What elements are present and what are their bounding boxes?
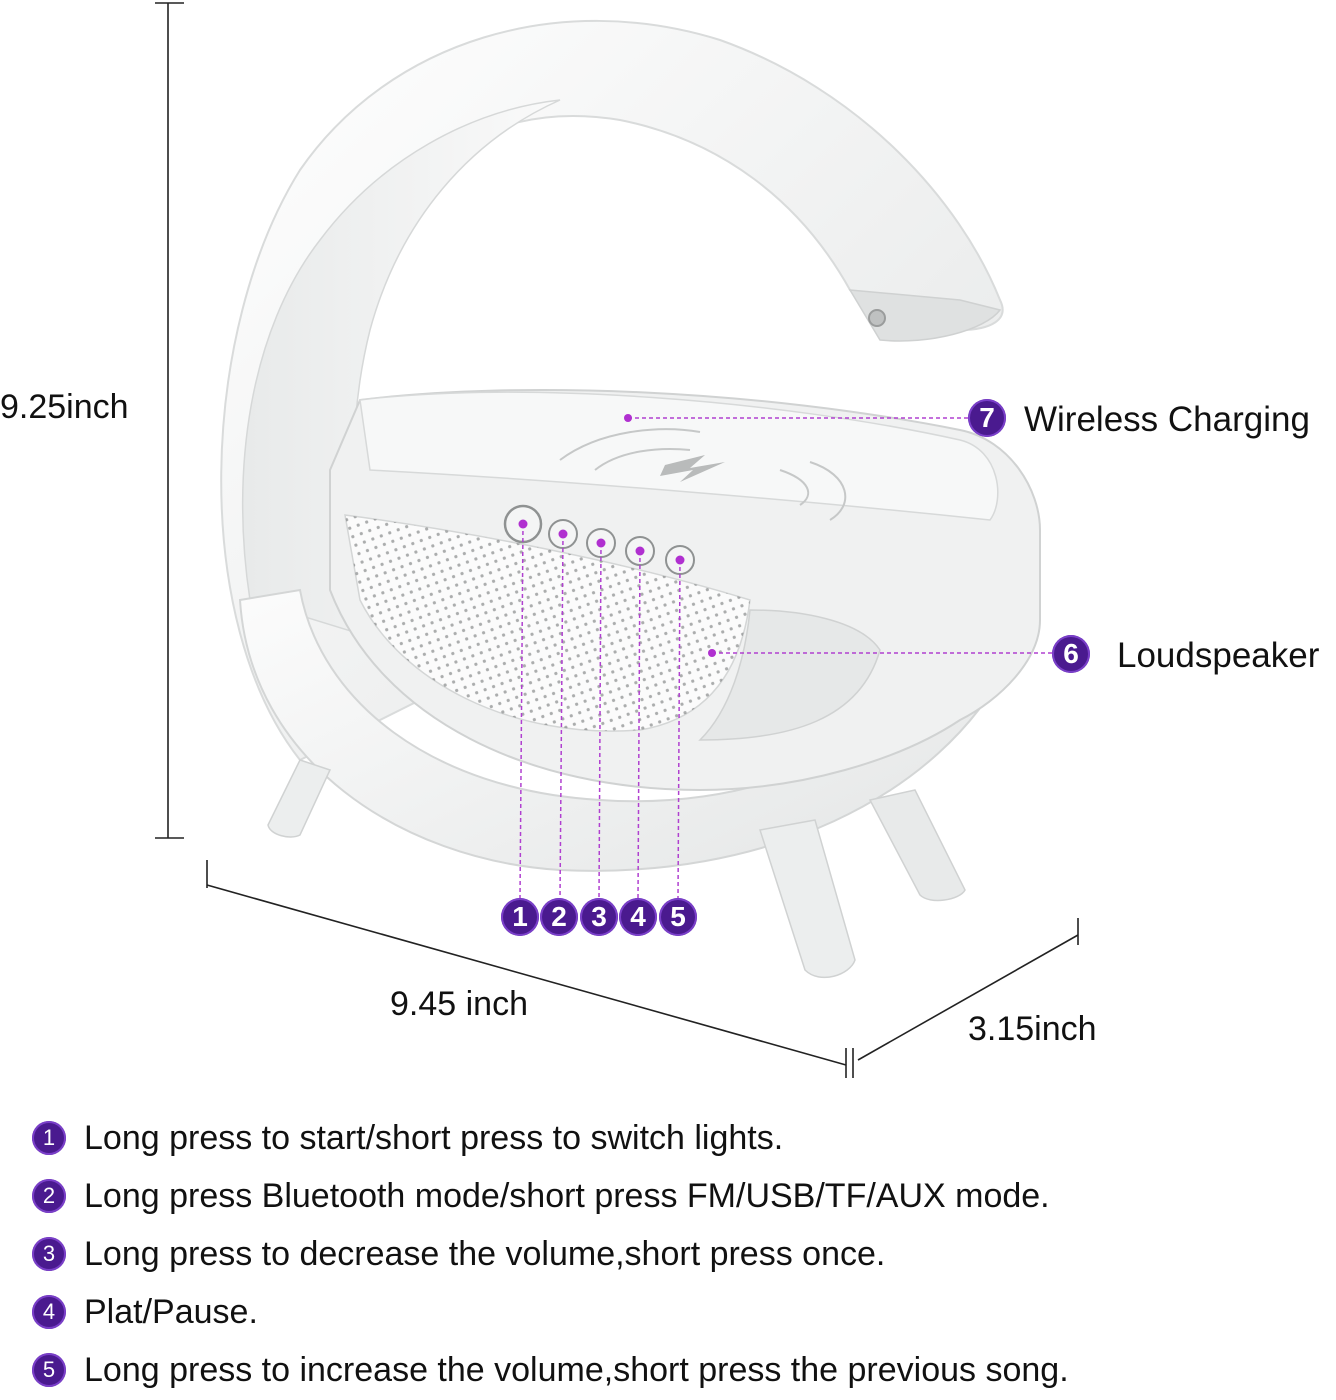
legend-badge-1: 1 xyxy=(32,1121,66,1155)
leg-front xyxy=(759,819,856,979)
button-badge-3: 3 xyxy=(580,898,618,936)
callout-badge-6: 6 xyxy=(1052,635,1090,673)
button-badge-4: 4 xyxy=(619,898,657,936)
legend-text-1: Long press to start/short press to switc… xyxy=(84,1119,784,1157)
button-badge-2: 2 xyxy=(540,898,578,936)
wireless-charging-label: Wireless Charging xyxy=(1024,400,1310,439)
width-dimension-label: 9.45 inch xyxy=(390,985,528,1023)
depth-dimension-label: 3.15inch xyxy=(968,1010,1097,1048)
button-badge-5: 5 xyxy=(659,898,697,936)
product-illustration xyxy=(155,2,1079,1078)
dimension-lines xyxy=(155,2,1079,1078)
legend-text-2: Long press Bluetooth mode/short press FM… xyxy=(84,1177,1050,1215)
button-badge-1: 1 xyxy=(501,898,539,936)
legend-text-4: Plat/Pause. xyxy=(84,1293,258,1331)
charging-pad xyxy=(359,391,999,521)
legend-badge-2: 2 xyxy=(32,1179,66,1213)
legend-text-5: Long press to increase the volume,short … xyxy=(84,1351,1069,1389)
lightning-icon xyxy=(660,455,725,482)
legend-badge-5: 5 xyxy=(32,1353,66,1387)
callout-badge-7: 7 xyxy=(968,399,1006,437)
height-dimension-label: 9.25inch xyxy=(0,388,129,426)
legend-badge-4: 4 xyxy=(32,1295,66,1329)
loudspeaker-label: Loudspeaker xyxy=(1117,636,1320,675)
legend-text-3: Long press to decrease the volume,short … xyxy=(84,1235,886,1273)
legend-badge-3: 3 xyxy=(32,1237,66,1271)
leg-left xyxy=(267,759,332,838)
leg-back xyxy=(868,789,966,902)
